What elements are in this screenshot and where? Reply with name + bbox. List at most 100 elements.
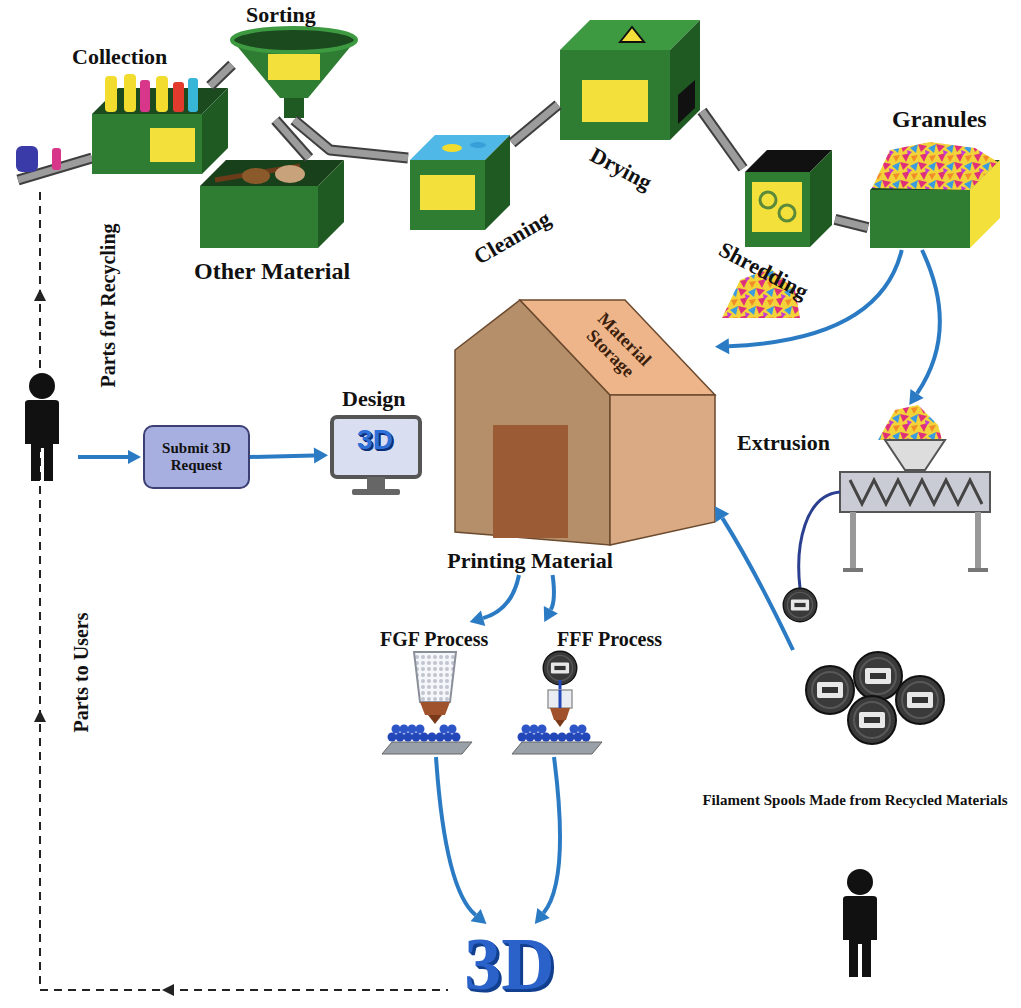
other-material-bin: Other Material: [198, 158, 346, 252]
conveyor-belt-surface: [210, 65, 232, 86]
drying-stage: Drying: [558, 18, 702, 142]
flow-arrow: [715, 506, 793, 650]
design-monitor: Design3D: [328, 386, 422, 496]
collection-bin-part: [188, 78, 198, 112]
fgf-printer: FGF Process: [380, 622, 492, 757]
conveyor-belt-surface: [702, 111, 743, 168]
printed-part: 3D: [452, 924, 567, 1004]
conveyor-belt-edge: [512, 105, 558, 143]
fff-printer-part: [534, 733, 543, 742]
drying-oven-part: [670, 20, 700, 140]
fgf-printer-part: [428, 715, 442, 724]
node-label: Other Material: [194, 258, 350, 286]
fgf-printer-part: [396, 733, 405, 742]
fff-printer-part: [542, 733, 551, 742]
extruder-machine-part: [843, 568, 863, 572]
conveyor-belt-edge: [294, 120, 408, 158]
sorting-funnel-part: [232, 28, 356, 52]
fgf-printer-part: [382, 742, 472, 754]
fgf-printer-part: [420, 733, 429, 742]
user-person-part: [25, 373, 59, 481]
collection-bin-part: [105, 76, 117, 112]
input-conveyor: [16, 146, 92, 180]
flow-arrow: [535, 757, 560, 924]
flow-arrow-line: [917, 250, 940, 393]
node-label: Design: [342, 386, 406, 411]
flow-label: Parts for Recycling: [97, 223, 120, 387]
filament-spools-part: [806, 666, 854, 714]
cleaning-tank-part: [442, 144, 462, 152]
flow-arrow: [436, 757, 487, 924]
flow-arrow-line: [436, 757, 476, 915]
flow-arrow-line: [483, 575, 519, 618]
conveyor-belt: [294, 120, 408, 158]
design-monitor-part: [367, 477, 385, 490]
other-material-bin-part: [275, 165, 305, 183]
fgf-printer-part: [444, 733, 453, 742]
fff-printer-part: [559, 690, 562, 708]
fff-printer-part: [550, 733, 559, 742]
granules-bin-part: [970, 160, 1000, 248]
fff-printer-part: [543, 651, 577, 685]
conveyor-belt-surface: [294, 120, 408, 158]
flow-arrow: [544, 575, 558, 622]
extruder-machine-part: [799, 492, 840, 588]
fff-printer-part: [518, 733, 527, 742]
node-label: Drying: [586, 142, 656, 195]
granules-bin-part: [870, 190, 970, 248]
extruder-machine-part: [840, 472, 990, 512]
fgf-printer-part: [436, 733, 445, 742]
flow-arrow: [909, 250, 940, 405]
node-label: Granules: [892, 106, 987, 134]
sorting-stage: Sorting: [232, 28, 356, 120]
storage-house-part: [493, 425, 568, 538]
filament-spools: Filament Spools Made from Recycled Mater…: [700, 650, 1010, 825]
conveyor-belt-edge: [835, 219, 868, 227]
shredder-part: [752, 182, 802, 232]
flow-arrow-line: [250, 456, 314, 457]
arrow-head: [314, 448, 328, 464]
return-path-part: [34, 289, 46, 301]
return-path-part: [40, 192, 448, 990]
arrow-head: [909, 389, 923, 405]
conveyor-belt-surface: [835, 219, 868, 227]
collection-bin-part: [150, 128, 195, 162]
storage-house-part: [610, 395, 715, 545]
sorting-funnel-part: [284, 98, 304, 118]
fgf-printer-part: [440, 725, 449, 734]
cleaning-stage: Cleaning: [408, 133, 512, 233]
node-label: Collection: [72, 44, 167, 69]
fgf-printer-part: [448, 725, 457, 734]
fgf-printer-part: [414, 652, 456, 702]
node-label: Material Storage: [568, 297, 667, 396]
storage-house: Material StoragePrinting Material: [435, 300, 715, 575]
return-path-part: [162, 984, 174, 996]
conveyor-belt: [210, 65, 232, 86]
arrow-head: [471, 909, 487, 924]
other-material-bin: [200, 160, 344, 248]
arrow-head: [544, 606, 558, 622]
sorting-funnel-part: [268, 54, 320, 80]
cleaning-tank-part: [485, 135, 510, 230]
operator-person-part: [843, 869, 877, 977]
input-conveyor-part: [52, 148, 61, 170]
node-label: Sorting: [246, 2, 316, 27]
other-material-bin-part: [200, 186, 318, 248]
collection-bin-part: [124, 74, 136, 112]
shredder: [745, 150, 832, 247]
fff-printer-part: [522, 725, 531, 734]
sorting-funnel: [232, 28, 356, 118]
node-label: Printing Material: [430, 548, 630, 573]
conveyor-belt-edge: [702, 111, 743, 168]
return-path-part: [34, 710, 46, 722]
fff-printer-part: [582, 733, 591, 742]
other-material-bin-part: [318, 160, 344, 248]
node-label: FFF Process: [557, 628, 662, 651]
cleaning-tank-part: [410, 160, 485, 230]
collection-bin-part: [156, 76, 168, 112]
shredder-part: [810, 150, 832, 247]
shredding-stage: Shredding: [743, 148, 835, 250]
node-label: Cleaning: [469, 206, 555, 270]
